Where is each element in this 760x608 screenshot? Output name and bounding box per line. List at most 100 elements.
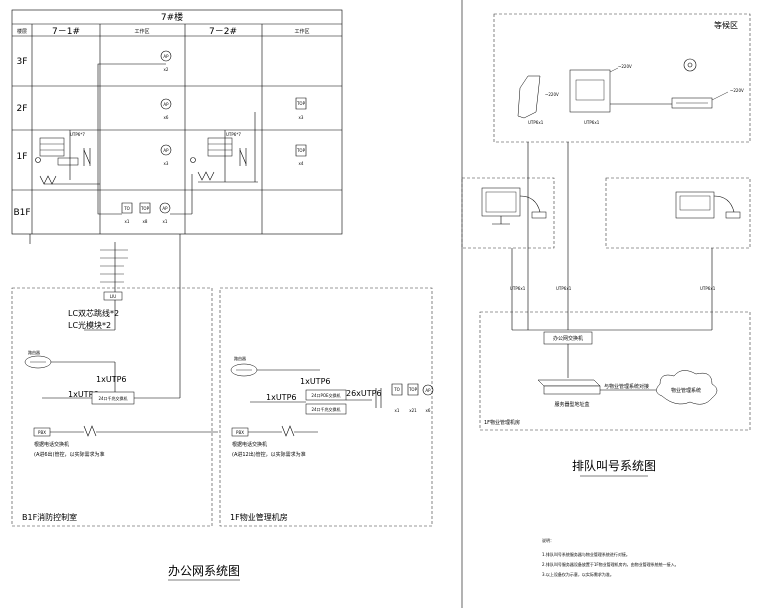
svg-text:AP: AP [425,388,431,393]
switch-label-a: 24口千兆交换机 [98,395,127,401]
poe-switch-24 [305,389,347,401]
waiting-area-zone [493,13,751,143]
svg-text:AP: AP [162,206,168,211]
utp-label-b1: 1xUTP6 [300,377,330,386]
notes-heading: 说明： [542,537,554,543]
to-outlet-icon: TO [121,202,133,214]
utp-label-b3: 26xUTP6 [346,389,382,398]
header-7-1: 7－1# [52,27,80,37]
svg-text:TO: TO [123,206,130,211]
voltage-label-c: ~220V [730,88,744,93]
voltage-label-b: ~220V [618,64,632,69]
display-screen-icon [569,69,611,113]
svg-text:TO: TO [393,387,400,392]
riser-label-7-2: UTP6*7 [226,132,241,137]
switch-label-b1: 24口POE交换机 [311,392,340,398]
floor-1f-equipment-7-1 [35,130,100,185]
counter-zone-right [605,177,751,249]
utp-label-q3: UTP6x1 [510,286,526,291]
ap-icon: AP [159,202,171,214]
count-room-b-ap: x6 [426,408,431,413]
header-floor: 楼层 [17,28,27,35]
count-b1-ap: x1 [163,219,168,224]
microphone-icon [713,195,741,219]
note-line-1: 1.排队叫号系统服务器与物业管理系统进行对接。 [542,551,630,557]
utp-label-a2: 1xUTP6 [68,390,98,399]
building-title: 7#楼 [161,11,183,23]
pbx-note-a: (A进6出)管控，以实际需求为准 [34,451,105,458]
svg-text:TOP: TOP [140,206,150,211]
floor-label-b1f: B1F [13,208,30,218]
pbx-label-b: PBX [236,430,244,435]
header-workzone-a: 工作区 [134,28,149,35]
utp-label-q2: UTP6x1 [584,120,600,125]
count-b1-top: x8 [143,219,148,224]
router-icon [230,363,258,377]
voltage-label-a: ~220V [545,92,559,97]
top-outlet-icon: TOP [295,144,307,157]
svg-text:AP: AP [163,54,169,59]
ap-icon: AP [160,98,172,110]
pbx-desc-a: 根据电话交换机 [34,441,69,448]
room-a-title: B1F消防控制室 [22,512,77,522]
svg-text:AP: AP [163,102,169,107]
gigabit-switch-24-b [305,403,347,415]
floor-label-1f: 1F [17,152,28,162]
liu-patch-panel [103,291,123,301]
top-outlet-icon: TOP [139,202,151,214]
riser-label-7-1: UTP6*7 [70,132,85,137]
utp-label-q5: UTP6x1 [700,286,716,291]
waiting-area-label: 等候区 [714,20,738,30]
room-b1f-fire-control: LIU LC双芯跳线*2 LC光模块*2 路由器 1xUTP6 1xUTP6 2… [11,234,218,527]
to-outlet-icon: TO [391,383,403,396]
note-line-2: 2.排队叫号服务器设备放置于1F物业管理机房内，由物业管理系统统一接入。 [542,561,679,567]
amplifier-icon [671,97,713,109]
notes-block: 说明： 1.排队叫号系统服务器与物业管理系统进行对接。 2.排队叫号服务器设备放… [542,537,679,577]
count-1f-ap: x3 [164,161,169,166]
svg-text:TOP: TOP [296,101,306,106]
note-line-3: 3.以上设备仅为示意，以实际需求为准。 [542,571,614,577]
cloud-icon [656,370,718,405]
header-7-2: 7－2# [209,27,237,37]
floor-label-3f: 3F [17,57,28,67]
utp-label-b2: 1xUTP6 [266,393,296,402]
cloud-label: 物业管理系统 [671,387,701,394]
utp-label-a1: 1xUTP6 [96,375,126,384]
office-network-title: 办公网系统图 [168,563,240,578]
property-room-label: 1F物业管理机房 [484,419,520,426]
floor-label-2f: 2F [17,104,28,114]
queue-system-title: 排队叫号系统图 [572,458,656,473]
counter-zone-left [461,177,555,249]
queue-system-diagram: 等候区 ~220V ~220V ~220V [461,13,751,431]
pbx-label-a: PBX [38,430,46,435]
server-label: 服务器型地址盒 [554,401,589,408]
top-outlet-icon: TOP [295,97,307,110]
top-outlet-icon: TOP [407,383,419,396]
server-icon [537,379,601,395]
count-1f-top: x4 [299,161,304,166]
floor-1f-equipment-7-2 [190,130,258,183]
utp-label-q1: UTP6x1 [528,120,544,125]
count-3f-ap: x2 [164,67,169,72]
router-label-a: 路由器 [28,349,40,355]
floor-table: 7#楼 楼层 7－1# 工作区 7－2# 工作区 3F 2F 1F B1F AP… [11,9,343,235]
speaker-icon [683,58,697,72]
svg-text:TOP: TOP [296,148,306,153]
property-room-zone [479,311,751,431]
svg-text:AP: AP [163,148,169,153]
count-b1-to: x1 [125,219,130,224]
router-label-b: 路由器 [234,355,246,361]
count-room-b-to: x1 [395,408,400,413]
office-switch-label: 办公网交换机 [553,335,583,342]
header-workzone-b: 工作区 [294,28,309,35]
count-2f-ap: x6 [164,115,169,120]
count-2f-top: x3 [299,115,304,120]
lc-jumper-label: LC双芯跳线*2 [68,308,119,318]
server-link-label: 与物业管理系统对接 [604,383,649,390]
pbx-desc-b: 根据电话交换机 [232,441,267,448]
ap-icon: AP [160,50,172,62]
svg-text:TOP: TOP [408,387,418,392]
router-icon [24,355,52,369]
ap-icon: AP [422,384,434,396]
room-b-title: 1F物业管理机房 [230,512,288,522]
